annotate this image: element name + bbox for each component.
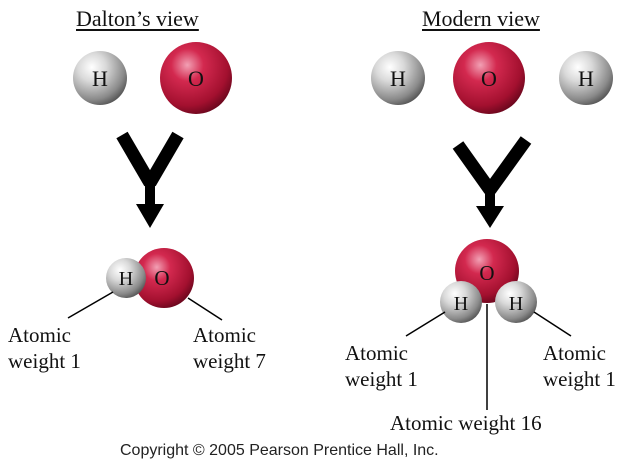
dalton-h-pointer-line (67, 291, 114, 319)
dalton-h-weight-line-2: weight 1 (8, 349, 81, 373)
modern-o-weight-label: Atomic weight 16 (390, 411, 542, 435)
modern-oxygen-symbol: O (481, 66, 497, 91)
modern-oxygen-atom: O (453, 42, 525, 114)
dalton-h-weight-line-1: Atomic (8, 323, 71, 347)
modern-h-left-weight-line-1: Atomic (345, 341, 408, 365)
modern-water-molecule: O H H (440, 239, 537, 323)
modern-molecule-h-right-symbol: H (509, 293, 523, 315)
dalton-oxygen-symbol: O (188, 66, 204, 91)
dalton-molecule-o-symbol: O (154, 266, 169, 290)
dalton-molecule-h-symbol: H (119, 268, 133, 290)
modern-hydrogen-left-symbol: H (390, 66, 406, 91)
dalton-water-molecule: H O (106, 248, 194, 308)
dalton-o-weight-line-1: Atomic (193, 323, 256, 347)
dalton-h-weight-label: Atomic weight 1 (8, 322, 81, 374)
modern-molecule-h-left-symbol: H (454, 293, 468, 315)
modern-view-title: Modern view (422, 6, 540, 31)
dalton-o-weight-line-2: weight 7 (193, 349, 266, 373)
modern-h-right-weight-label: Atomic weight 1 (543, 340, 616, 392)
dalton-hydrogen-symbol: H (92, 66, 108, 91)
modern-h-right-weight-line-2: weight 1 (543, 367, 616, 391)
modern-h-right-weight-line-1: Atomic (543, 341, 606, 365)
modern-hydrogen-right-symbol: H (578, 66, 594, 91)
modern-merge-arrow-icon (452, 136, 532, 228)
dalton-o-weight-label: Atomic weight 7 (193, 322, 266, 374)
dalton-oxygen-atom: O (160, 42, 232, 114)
modern-h-left-weight-line-2: weight 1 (345, 367, 418, 391)
dalton-merge-arrow-icon (116, 131, 184, 228)
modern-molecule-o-symbol: O (479, 261, 494, 285)
dalton-hydrogen-atom: H (73, 51, 127, 105)
modern-h-right-pointer-line (533, 311, 572, 337)
modern-h-left-weight-label: Atomic weight 1 (345, 340, 418, 392)
modern-hydrogen-atom-right: H (559, 51, 613, 105)
modern-h-left-pointer-line (405, 311, 446, 337)
dalton-o-pointer-line (187, 297, 223, 321)
modern-hydrogen-atom-left: H (371, 51, 425, 105)
dalton-view-title: Dalton’s view (76, 6, 199, 31)
copyright-notice: Copyright © 2005 Pearson Prentice Hall, … (120, 442, 439, 459)
